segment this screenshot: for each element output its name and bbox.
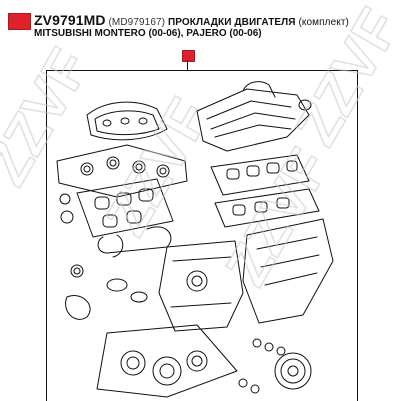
part-code: ZV9791MD xyxy=(34,12,106,28)
front-cover-gasket xyxy=(96,324,238,398)
valve-cover-gasket xyxy=(86,101,168,141)
valve-stem-seals xyxy=(238,338,286,394)
exhaust-gasket xyxy=(76,178,174,238)
coolant-hose xyxy=(59,193,172,258)
kit-label: (комплект) xyxy=(298,17,349,28)
title-line: ZV9791MD (MD979167) ПРОКЛАДКИ ДВИГАТЕЛЯ … xyxy=(34,12,349,28)
intake-manifold xyxy=(196,81,312,152)
callout-marker xyxy=(182,50,195,62)
gasket-kit-diagram xyxy=(46,70,358,401)
plenum-lower xyxy=(242,218,334,324)
head-gasket-strip xyxy=(56,144,188,198)
brand-red-square xyxy=(8,13,31,30)
crankshaft-seal xyxy=(274,352,312,390)
oem-number: (MD979167) xyxy=(108,17,166,28)
vehicle-applicability: MITSUBISHI MONTERO (00-06), PAJERO (00-0… xyxy=(34,28,262,39)
header: ZV9791MD (MD979167) ПРОКЛАДКИ ДВИГАТЕЛЯ … xyxy=(0,0,400,46)
callout-leader-line xyxy=(187,60,188,70)
oil-pan-gasket xyxy=(158,240,244,332)
part-name: ПРОКЛАДКИ ДВИГАТЕЛЯ xyxy=(167,17,296,28)
small-seals xyxy=(65,264,148,320)
intake-port-gaskets xyxy=(210,154,320,228)
exploded-parts-drawing xyxy=(56,81,334,398)
